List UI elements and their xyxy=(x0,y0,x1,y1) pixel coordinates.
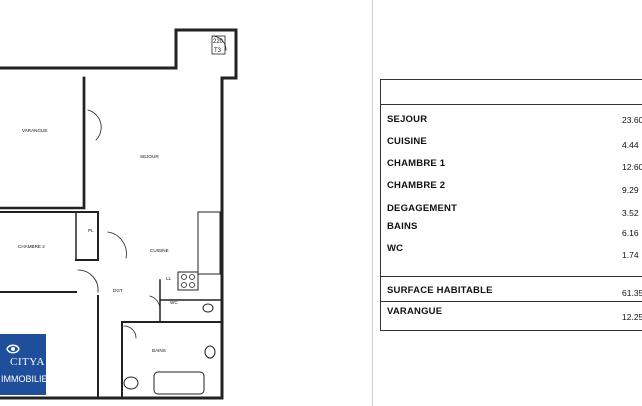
door-tag-box xyxy=(211,35,226,55)
logo-mark-icon xyxy=(6,344,20,354)
hob-ring-2 xyxy=(189,274,195,280)
table-row-rule xyxy=(381,301,642,302)
door-arc-chambre2 xyxy=(77,269,99,293)
table-row: CUISINE 4.44 xyxy=(381,136,642,150)
table-summary-rule xyxy=(381,276,642,277)
table-row: BAINS 6.16 xyxy=(381,221,642,238)
logo-tagline: IMMOBILIER xyxy=(1,374,55,384)
room-area: 6.16 xyxy=(622,228,639,238)
room-name: WC xyxy=(387,243,404,254)
door-arc-bains xyxy=(123,325,137,339)
door-tag-line1: 220 xyxy=(213,39,224,45)
label-sejour: SEJOUR xyxy=(140,154,159,159)
label-cuisine: CUISINE xyxy=(150,248,169,253)
summary-name: VARANGUE xyxy=(387,306,443,317)
room-name: CHAMBRE 2 xyxy=(387,180,446,191)
washbasin xyxy=(123,376,139,390)
label-varangue: VARANGUE xyxy=(22,128,47,133)
label-pl: PL xyxy=(88,228,94,233)
label-wc: WC xyxy=(170,300,178,305)
table-row: DEGAGEMENT 3.52 xyxy=(381,203,642,218)
summary-area: 61.35 xyxy=(622,288,642,298)
label-chambre2: CHAMBRE 2 xyxy=(18,244,45,249)
summary-name: SURFACE HABITABLE xyxy=(387,285,493,296)
hob-ring-3 xyxy=(181,282,187,288)
room-area: 9.29 xyxy=(622,185,639,195)
room-area: 12.60 xyxy=(622,162,642,172)
outer-wall-top xyxy=(0,28,238,80)
door-tag-line2: T3 xyxy=(214,48,222,54)
area-table: SEJOUR 23.60 CUISINE 4.44 CHAMBRE 1 12.6… xyxy=(380,79,642,331)
room-name: CUISINE xyxy=(387,136,427,147)
room-name: CHAMBRE 1 xyxy=(387,158,446,169)
label-dgt: DGT xyxy=(113,288,123,293)
agency-logo: CITYA IMMOBILIER xyxy=(0,334,54,395)
sink xyxy=(204,345,216,359)
hob xyxy=(177,271,199,291)
room-area: 4.44 xyxy=(622,140,639,150)
hob-ring-1 xyxy=(181,274,187,280)
table-header-rule xyxy=(381,104,642,105)
label-bains: BAINS xyxy=(152,348,166,353)
wc-bowl xyxy=(202,303,214,313)
room-name: SEJOUR xyxy=(387,114,428,125)
door-arc-sejour xyxy=(87,109,102,141)
table-row: WC 1.74 xyxy=(381,243,642,260)
summary-area: 12.25 xyxy=(622,312,642,322)
table-row: CHAMBRE 2 9.29 xyxy=(381,180,642,195)
room-name: BAINS xyxy=(387,221,418,232)
room-area: 1.74 xyxy=(622,250,639,260)
summary-row: SURFACE HABITABLE 61.35 xyxy=(381,285,642,299)
hob-ring-4 xyxy=(189,282,195,288)
door-arc-dgt xyxy=(107,231,127,259)
varangue-wall xyxy=(0,76,86,210)
kitchen-counter xyxy=(197,211,221,275)
logo-wordmark: CITYA xyxy=(10,356,45,368)
room-area: 3.52 xyxy=(622,208,639,218)
label-ll: LL xyxy=(166,276,172,281)
page-divider xyxy=(372,0,373,406)
room-name: DEGAGEMENT xyxy=(387,203,458,214)
summary-row: VARANGUE 12.25 xyxy=(381,306,642,322)
door-arc-wc xyxy=(149,295,161,309)
floor-plan: VARANGUE SEJOUR CHAMBRE 2 CHAMBRE 1 CUIS… xyxy=(0,28,238,400)
chambre2-wall xyxy=(0,211,99,261)
room-area: 23.60 xyxy=(622,115,642,125)
table-row: SEJOUR 23.60 xyxy=(381,114,642,128)
bathtub xyxy=(153,371,205,395)
table-row: CHAMBRE 1 12.60 xyxy=(381,158,642,172)
